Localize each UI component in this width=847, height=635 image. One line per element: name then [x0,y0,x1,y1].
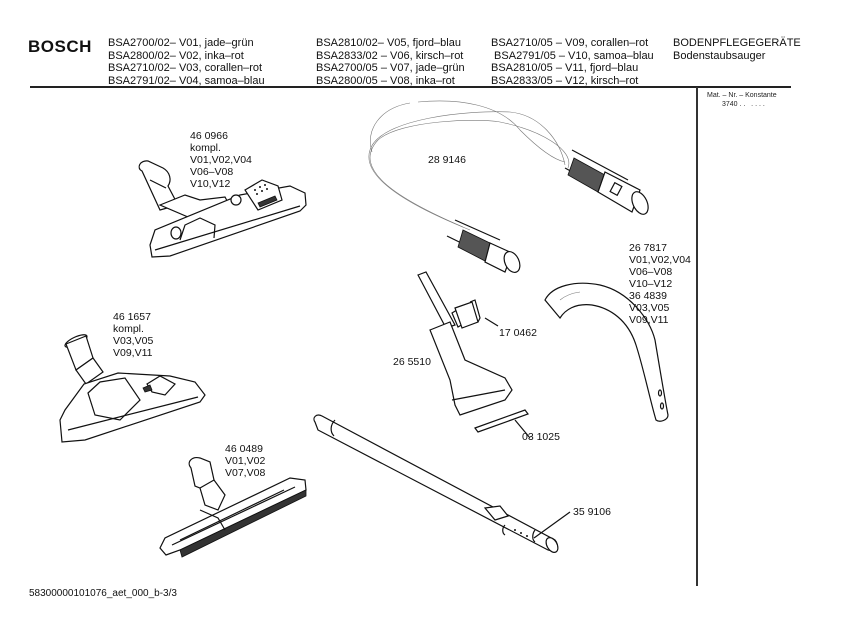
part-label-clip: 17 0462 [499,327,537,339]
part-variants: V01,V02,V04 [190,154,252,166]
part-number: 46 0966 [190,130,228,142]
part-number: 46 1657 [113,311,151,323]
hose-drawing [368,100,649,273]
part-number: 28 9146 [428,154,466,166]
side-panel-divider [696,87,698,586]
part-variants: V06–V08 [629,266,673,278]
part-number: 17 0462 [499,327,537,339]
part-variants: V03,V05 [629,302,670,314]
part-variants: V10,V12 [190,178,231,190]
model-entry: BSA2833/05 – V12, kirsch–rot [491,74,639,87]
part-label-hose: 28 9146 [428,154,466,166]
crevice-tool-drawing [417,271,513,416]
clip-drawing [454,299,481,329]
part-number: 35 9106 [573,506,611,518]
model-entry: BSA2791/02– V04, samoa–blau [108,74,265,87]
model-entry: BSA2810/05 – V11, fjord–blau [491,62,639,74]
material-label: Mat. – Nr. – Konstante [707,92,777,99]
header-divider [30,86,791,88]
category-title: BODENPFLEGEGERÄTE [673,37,801,49]
leader-line [514,419,531,439]
part-label-crevice-tool: 26 5510 [393,356,431,368]
model-entry: BSA2800/02– V02, inka–rot [108,49,244,62]
part-label-parquet-brush: 46 0489 V01,V02 V07,V08 [225,443,265,479]
seal-strip-drawing [474,409,529,433]
part-number: 26 5510 [393,356,431,368]
model-entry: BSA2700/05 – V07, jade–grün [316,62,465,74]
model-entry: BSA2700/02– V01, jade–grün [108,37,254,49]
leader-line [484,317,499,327]
part-variants: V03,V05 [113,335,154,347]
model-entry: BSA2710/05 – V09, corallen–rot [491,37,649,49]
material-value: 3740 . . . . . . [722,100,765,108]
part-number: 46 0489 [225,443,263,455]
part-variants: V09,V11 [629,314,669,326]
floor-nozzle-b-drawing [59,334,206,443]
part-label-seal-strip: 03 1025 [522,431,560,443]
model-entry: BSA2710/02– V03, corallen–rot [108,62,263,74]
model-list-column-3: BSA2710/05 – V09, corallen–rot BSA2791/0… [491,37,654,87]
model-entry: BSA2833/02 – V06, kirsch–rot [316,49,464,62]
parquet-brush-drawing [159,457,307,558]
part-variants: V01,V02,V04 [629,254,691,266]
part-variants: V09,V11 [113,347,153,359]
part-label-telescopic-tube: 35 9106 [573,506,611,518]
part-variants: V06–V08 [190,166,234,178]
part-label-floor-nozzle-b: 46 1657 kompl. V03,V05 V09,V11 [113,311,153,359]
model-list-column-1: BSA2700/02– V01, jade–grün BSA2800/02– V… [108,37,265,87]
part-number: 36 4839 [629,290,667,302]
part-variants: V01,V02 [225,455,266,467]
part-label-handle: 26 7817 V01,V02,V04 V06–V08 V10–V12 36 4… [629,242,691,326]
telescopic-tube-drawing [313,414,559,553]
part-note: kompl. [113,323,144,335]
model-list-column-2: BSA2810/02– V05, fjord–blau BSA2833/02 –… [316,37,465,87]
handle-drawing [544,282,669,422]
leader-line [533,511,571,539]
part-number: 03 1025 [522,431,560,443]
category-subtitle: Bodenstaubsauger [673,49,766,62]
model-entry: BSA2810/02– V05, fjord–blau [316,37,461,49]
category-block: BODENPFLEGEGERÄTE Bodenstaubsauger [673,37,801,62]
model-entry: BSA2791/05 – V10, samoa–blau [491,49,654,62]
material-number-block: Mat. – Nr. – Konstante 3740 . . . . . . [707,92,777,109]
model-entry: BSA2800/05 – V08, inka–rot [316,74,455,87]
part-note: kompl. [190,142,221,154]
document-id: 58300000101076_aet_000_b-3/3 [29,588,177,599]
part-variants: V10–V12 [629,278,673,290]
part-variants: V07,V08 [225,467,266,479]
part-number: 26 7817 [629,242,667,254]
floor-nozzle-a-drawing [138,160,307,258]
part-label-floor-nozzle-a: 46 0966 kompl. V01,V02,V04 V06–V08 V10,V… [190,130,252,190]
bosch-logo: BOSCH [28,37,92,56]
